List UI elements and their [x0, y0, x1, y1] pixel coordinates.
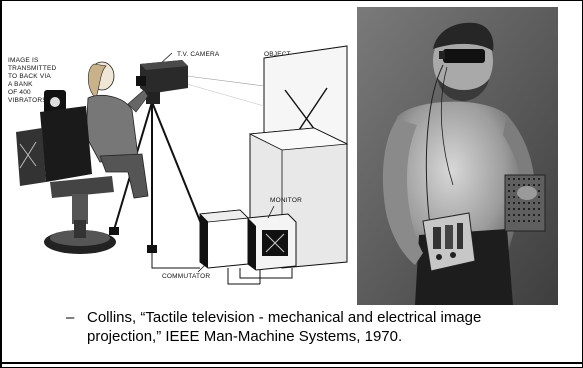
- vibrator-array: [505, 175, 545, 231]
- bullet-dash: –: [66, 308, 74, 327]
- note-line-3: TO BACK VIA: [8, 73, 51, 80]
- commutator-box: [200, 210, 248, 268]
- note-line-6: VIBRATORS: [8, 97, 47, 104]
- monitor-label: MONITOR: [270, 197, 302, 204]
- monitor-box: [248, 214, 296, 270]
- collins-wearing-device-photo: [357, 7, 558, 305]
- note-line-1: IMAGE IS: [8, 57, 39, 64]
- commutator-label: COMMUTATOR: [162, 273, 210, 280]
- note-line-4: A BANK: [8, 81, 33, 88]
- note-line-2: TRANSMITTED: [8, 65, 57, 72]
- handheld-device: [423, 213, 475, 271]
- frame-bottom-border: [0, 362, 583, 364]
- tactile-television-diagram: IMAGE IS TRANSMITTED TO BACK VIA A BANK …: [2, 6, 352, 296]
- note-line-5: OF 400: [8, 89, 31, 96]
- camera-label: T.V. CAMERA: [177, 51, 220, 58]
- citation-text: Collins, “Tactile television - mechanica…: [87, 308, 557, 346]
